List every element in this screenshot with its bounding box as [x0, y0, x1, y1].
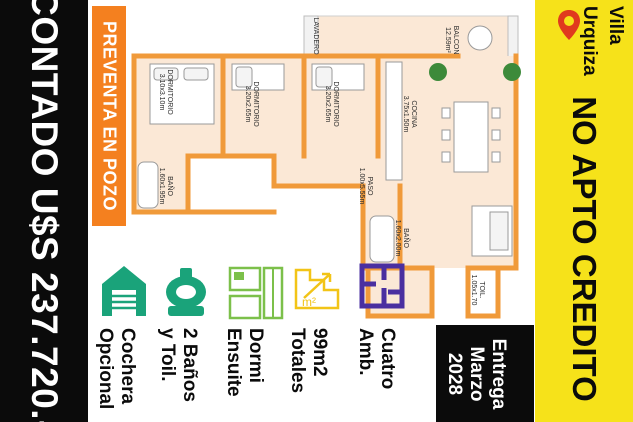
- floor-plan-icon: [359, 263, 405, 309]
- feature-totales-line1: 99m2: [309, 328, 330, 377]
- location-line2: Urquiza: [579, 6, 600, 76]
- feature-banos-line2: y Toil.: [157, 328, 178, 382]
- m2-arrow-icon: m²: [294, 268, 340, 310]
- garage-icon: [102, 266, 146, 316]
- room-label-lavadero: LAVADERO: [312, 17, 319, 55]
- delivery-badge: Entrega Marzo 2028: [436, 325, 534, 422]
- feature-totales-line2: Totales: [287, 328, 308, 394]
- credit-band: NO APTO CREDITO: [535, 0, 633, 422]
- map-pin-icon: [558, 10, 580, 40]
- feature-banos-label: 2 Baños y Toil.: [157, 328, 220, 422]
- price-text: CONTADO U$S 237.720.-: [24, 0, 65, 422]
- feature-cochera-label: Cochera Opcional: [95, 328, 158, 422]
- room-label-bano-2: BAÑO1.60x2.00m: [394, 220, 411, 257]
- floor-plan: DORMITORIO3.10x3.10m DORMITORIO3.20x2.65…: [131, 15, 521, 319]
- location-line1: Villa: [605, 6, 626, 45]
- room-label-cocina: COCINA3.75x1.50m: [402, 96, 417, 133]
- feature-cochera-line2: Opcional: [95, 328, 116, 410]
- delivery-line1: Entrega: [488, 338, 509, 409]
- room-label-paso: PASO1.00x5.55m: [358, 168, 373, 205]
- delivery-line3: 2028: [444, 352, 465, 395]
- price-band: CONTADO U$S 237.720.-: [0, 0, 88, 422]
- feature-ensuite-line2: Ensuite: [223, 328, 244, 397]
- room-label-bano-1: BAÑO1.60x1.95m: [158, 168, 175, 205]
- feature-ensuite-line1: Dormi: [245, 328, 266, 383]
- feature-ambientes-line1: Cuatro: [377, 328, 398, 390]
- credit-text: NO APTO CREDITO: [566, 96, 603, 402]
- room-label-dormitorio-2: DORMITORIO3.20x2.65m: [244, 81, 259, 127]
- room-label-dormitorio-1: DORMITORIO3.10x3.10m: [158, 69, 173, 115]
- location-label: Villa Urquiza: [579, 6, 630, 116]
- feature-ensuite-label: Dormi Ensuite: [223, 328, 286, 422]
- preventa-text: PREVENTA EN POZO: [99, 20, 120, 212]
- preventa-badge: PREVENTA EN POZO: [92, 6, 126, 226]
- svg-text:m²: m²: [302, 295, 316, 309]
- feature-ambientes-label: Cuatro Amb.: [355, 328, 418, 422]
- feature-banos-line1: 2 Baños: [179, 328, 200, 402]
- room-label-balcon: BALCON12.59m²: [444, 26, 459, 55]
- feature-cochera-line1: Cochera: [117, 328, 138, 405]
- delivery-line2: Marzo: [466, 346, 487, 401]
- toilet-icon: [166, 268, 206, 316]
- room-label-dormitorio-3: DORMITORIO3.20x2.65m: [324, 81, 339, 127]
- feature-ambientes-line2: Amb.: [355, 328, 376, 376]
- bed-wardrobe-icon: [228, 266, 284, 320]
- room-label-toil: TOIL.1.05x1.70: [470, 275, 485, 306]
- feature-totales-label: 99m2 Totales: [287, 328, 350, 422]
